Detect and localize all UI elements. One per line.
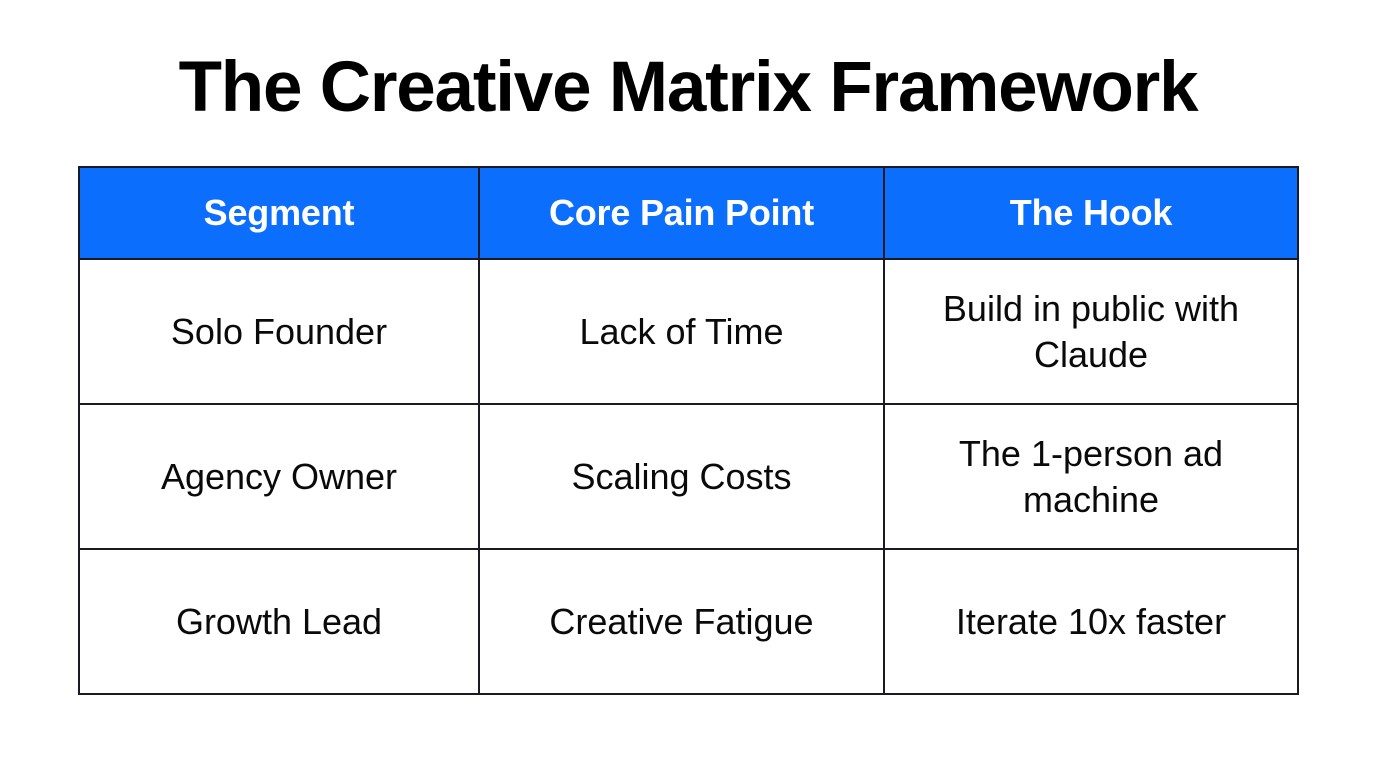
- table-row: Growth Lead Creative Fatigue Iterate 10x…: [78, 548, 1299, 695]
- table-row: Agency Owner Scaling Costs The 1-person …: [78, 403, 1299, 550]
- cell-segment: Solo Founder: [78, 258, 480, 405]
- creative-matrix-table: Segment Core Pain Point The Hook Solo Fo…: [78, 166, 1299, 695]
- cell-pain-point: Lack of Time: [478, 258, 885, 405]
- column-header-core-pain-point: Core Pain Point: [478, 166, 885, 260]
- table-header: Segment Core Pain Point The Hook: [78, 166, 1299, 260]
- creative-matrix-table-container: Segment Core Pain Point The Hook Solo Fo…: [78, 166, 1299, 695]
- table-row: Solo Founder Lack of Time Build in publi…: [78, 258, 1299, 405]
- cell-pain-point: Scaling Costs: [478, 403, 885, 550]
- column-header-the-hook: The Hook: [883, 166, 1299, 260]
- cell-hook: Build in public with Claude: [883, 258, 1299, 405]
- cell-segment: Agency Owner: [78, 403, 480, 550]
- cell-pain-point: Creative Fatigue: [478, 548, 885, 695]
- cell-hook: The 1-person ad machine: [883, 403, 1299, 550]
- page-title: The Creative Matrix Framework: [178, 48, 1199, 127]
- column-header-segment: Segment: [78, 166, 480, 260]
- table-body: Solo Founder Lack of Time Build in publi…: [78, 258, 1299, 695]
- cell-segment: Growth Lead: [78, 548, 480, 695]
- table-header-row: Segment Core Pain Point The Hook: [78, 166, 1299, 260]
- cell-hook: Iterate 10x faster: [883, 548, 1299, 695]
